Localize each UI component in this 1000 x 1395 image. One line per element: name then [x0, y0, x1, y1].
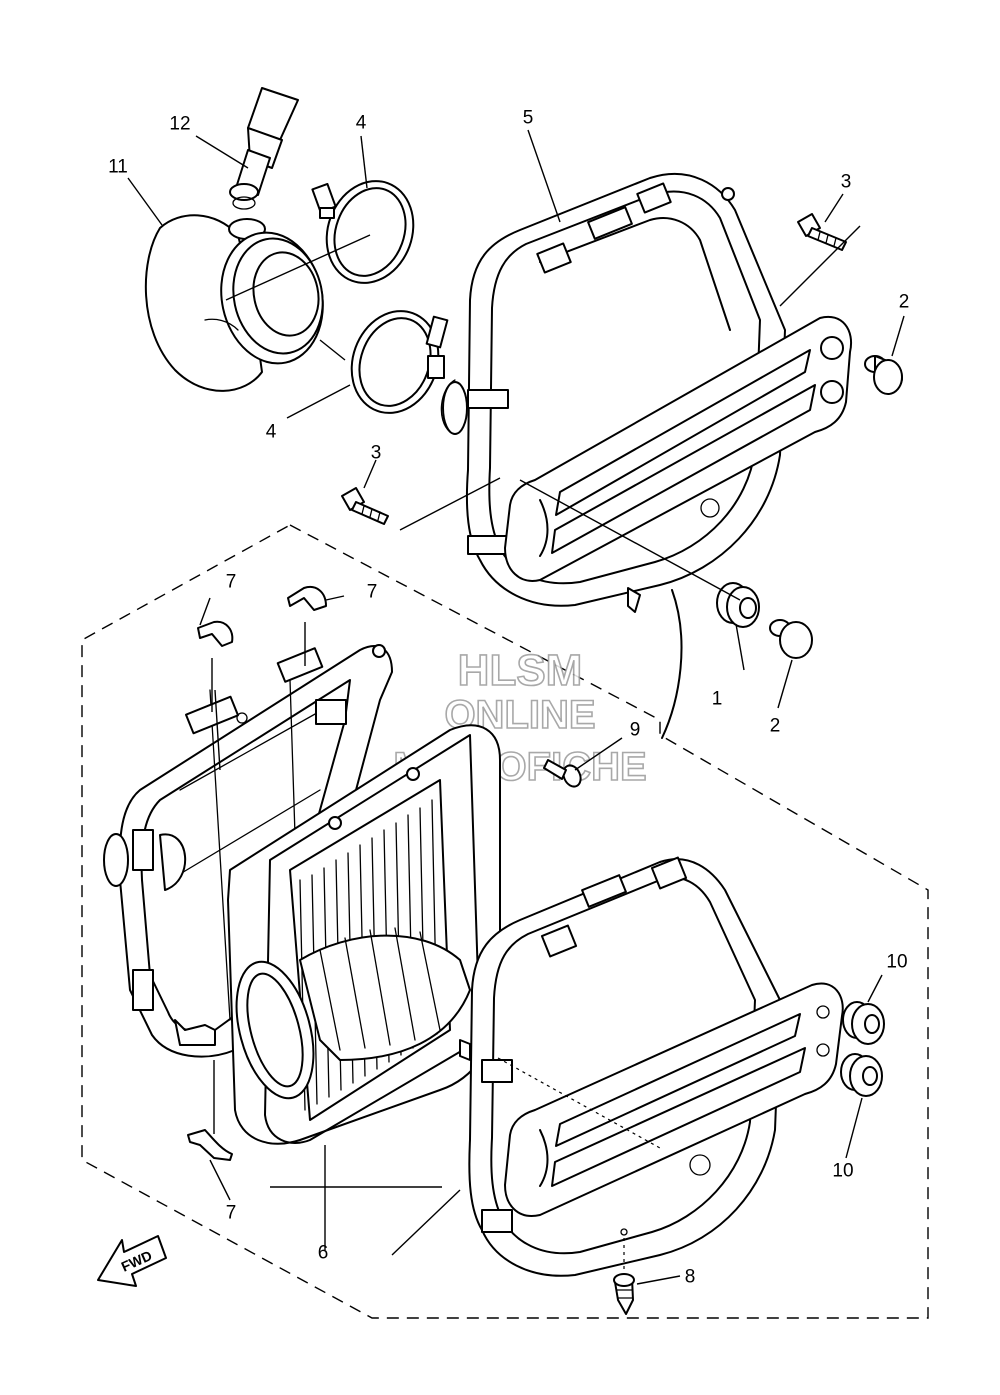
leader-lines	[127, 129, 905, 1285]
hose-clamp-upper-part-4[interactable]	[311, 169, 427, 295]
hose-clamp-lower-part-4[interactable]	[338, 299, 453, 425]
intake-joint-part-11[interactable]	[144, 214, 335, 392]
grommet-lower-part-10[interactable]	[840, 1053, 883, 1097]
callout-label[interactable]: 5	[523, 108, 534, 129]
callout-label[interactable]: 9	[630, 720, 641, 741]
breather-hose-part-12[interactable]	[229, 87, 299, 210]
clip-part-7-a[interactable]	[197, 620, 234, 647]
collar-lower-part-2[interactable]	[769, 619, 813, 659]
assembly-boundary	[81, 524, 929, 1319]
callout-label[interactable]: 8	[685, 1267, 696, 1288]
callout-labels: 12 11 4 4 5 3 2 3 1 2 7 7 9 10 10 7 6 8	[108, 108, 909, 1288]
callout-label[interactable]: 2	[899, 292, 910, 313]
callout-label[interactable]: 3	[841, 172, 852, 193]
grommet-part-1[interactable]	[716, 582, 760, 628]
callout-label[interactable]: 7	[226, 1203, 237, 1224]
screw-part-9[interactable]	[543, 759, 584, 789]
callout-label[interactable]: 12	[169, 114, 190, 135]
callout-label[interactable]: 11	[108, 157, 128, 178]
callout-label[interactable]: 2	[770, 716, 781, 737]
drain-plug-part-8[interactable]	[613, 1228, 635, 1315]
callout-label[interactable]: 4	[356, 113, 367, 134]
clip-part-7-b[interactable]	[287, 586, 327, 611]
air-cleaner-cap-lower[interactable]	[459, 856, 844, 1277]
air-filter-element-part-6[interactable]	[223, 724, 501, 1145]
callout-label[interactable]: 1	[712, 689, 723, 710]
air-cleaner-case-body[interactable]	[103, 644, 393, 1058]
watermark-line-1: HLSM	[458, 646, 583, 695]
callout-label[interactable]: 3	[371, 443, 382, 464]
bolt-upper-part-3[interactable]	[797, 213, 847, 251]
forward-arrow-icon: FWD	[97, 1235, 167, 1287]
callout-label[interactable]: 4	[266, 422, 277, 443]
clip-part-7-c[interactable]	[187, 1129, 233, 1161]
bolt-lower-part-3[interactable]	[341, 487, 389, 525]
grommet-upper-part-10[interactable]	[842, 1001, 885, 1045]
air-cleaner-cap-part-5[interactable]	[440, 173, 853, 613]
callout-label[interactable]: 6	[318, 1243, 329, 1264]
callout-label[interactable]: 7	[367, 582, 378, 603]
callout-label[interactable]: 10	[832, 1161, 853, 1182]
callout-label[interactable]: 7	[226, 572, 237, 593]
watermark-line-2: ONLINE	[444, 693, 595, 737]
collar-upper-part-2[interactable]	[864, 355, 903, 395]
callout-label[interactable]: 10	[886, 952, 907, 973]
